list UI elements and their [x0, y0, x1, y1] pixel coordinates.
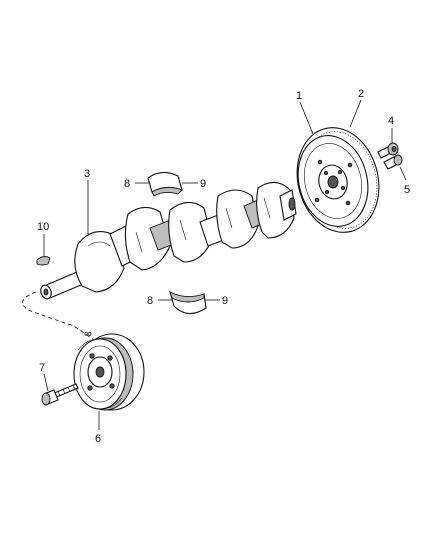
callout-8-upper: 8	[124, 178, 130, 190]
damper-bolt	[41, 383, 79, 406]
callout-9-lower: 9	[222, 295, 228, 307]
flywheel	[296, 127, 380, 233]
callout-8-lower: 8	[147, 295, 153, 307]
upper-main-bearing	[147, 171, 183, 197]
leader-lines	[43, 99, 407, 430]
callout-3: 3	[84, 168, 90, 180]
crankshaft-key	[36, 255, 51, 266]
callout-5: 5	[404, 184, 410, 196]
crankshaft	[40, 181, 297, 300]
callout-1: 1	[296, 90, 302, 102]
callout-10: 10	[37, 221, 49, 233]
callout-4: 4	[388, 115, 394, 127]
damper-marker: ∞	[84, 328, 92, 340]
callout-7: 7	[39, 362, 45, 374]
callout-labels: 1 2 3 4 5 6 7 8 9 8 9 10 ∞	[37, 88, 410, 445]
flywheel-dowel	[383, 154, 403, 170]
flywheel-bolt	[377, 142, 399, 159]
callout-6: 6	[95, 433, 101, 445]
callout-9-upper: 9	[200, 178, 206, 190]
vibration-damper	[73, 333, 145, 411]
lower-main-bearing	[168, 290, 207, 315]
callout-2: 2	[358, 88, 364, 100]
